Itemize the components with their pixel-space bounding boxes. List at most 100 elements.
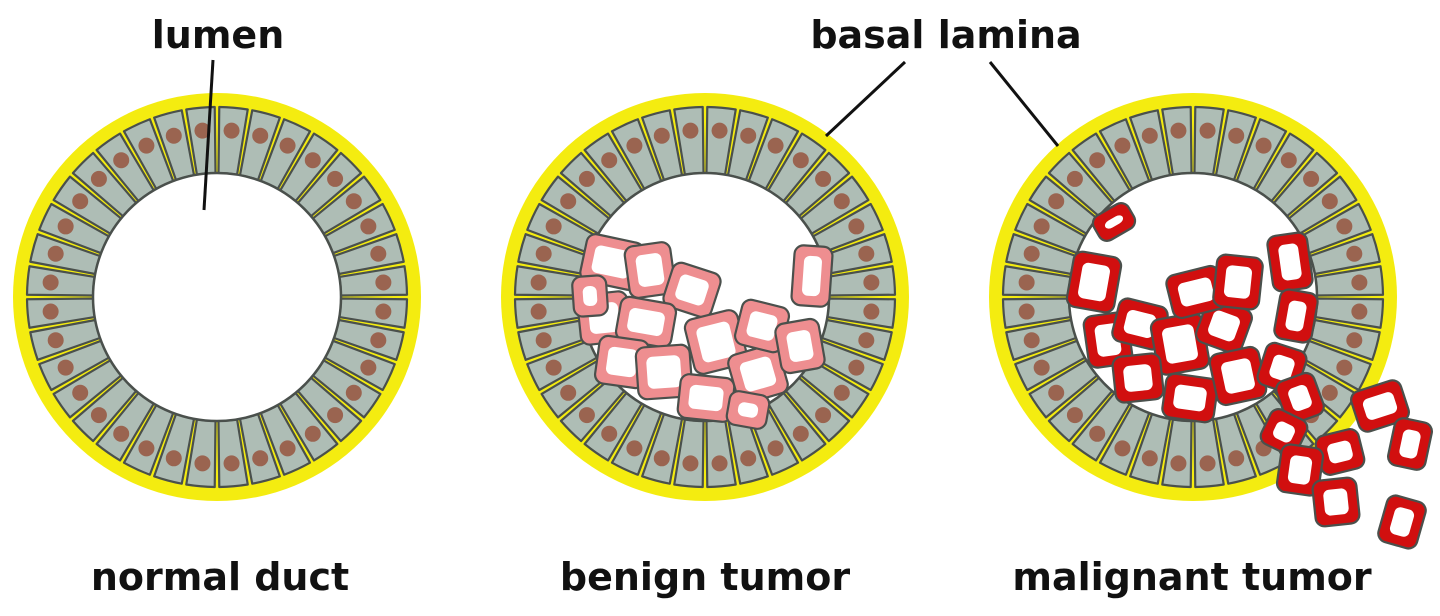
- tumor-cell: [1208, 345, 1268, 407]
- cell-nucleus: [1303, 170, 1320, 187]
- cell-nucleus: [1199, 122, 1216, 139]
- cell-nucleus: [1033, 359, 1050, 376]
- cell-nucleus: [740, 127, 757, 144]
- cell-nucleus: [279, 137, 296, 154]
- tumor-cell: [1275, 371, 1325, 425]
- cell-nucleus: [1228, 127, 1245, 144]
- cell-nucleus: [138, 137, 155, 154]
- cell-nucleus: [1336, 359, 1353, 376]
- cell-nucleus: [375, 274, 392, 291]
- tumor-cell: [1273, 288, 1319, 344]
- cell-nucleus: [767, 440, 784, 457]
- cell-nucleus: [578, 170, 595, 187]
- cell-nucleus: [90, 170, 107, 187]
- benign-tumor-epithelium: [513, 105, 897, 489]
- cell-nucleus: [1170, 122, 1187, 139]
- cell-nucleus: [1089, 152, 1106, 169]
- malignant-tumor-epithelium: [1001, 105, 1385, 489]
- cell-nucleus: [848, 218, 865, 235]
- cell-nucleus: [1089, 425, 1106, 442]
- tumor-cell: [727, 343, 789, 405]
- cell-nucleus: [1346, 245, 1363, 262]
- cell-nucleus: [858, 332, 875, 349]
- cell-nucleus: [370, 332, 387, 349]
- cell-nucleus: [1321, 384, 1338, 401]
- normal-duct-epithelium: [25, 105, 409, 489]
- cell-nucleus: [535, 332, 552, 349]
- cell-nucleus: [370, 245, 387, 262]
- normal-duct-label: normal duct: [91, 555, 349, 599]
- cell-nucleus: [682, 122, 699, 139]
- cell-nucleus: [1066, 170, 1083, 187]
- cell-nucleus: [792, 425, 809, 442]
- tumor-cell: [790, 244, 834, 308]
- cell-nucleus: [1023, 245, 1040, 262]
- tumor-cell: [676, 373, 736, 423]
- cell-nucleus: [1255, 137, 1272, 154]
- malignant-tumor-label: malignant tumor: [1012, 555, 1372, 599]
- cell-nucleus: [42, 303, 59, 320]
- cell-nucleus: [113, 425, 130, 442]
- cell-nucleus: [1066, 407, 1083, 424]
- cell-nucleus: [57, 359, 74, 376]
- tumor-cell: [1386, 417, 1434, 471]
- cell-nucleus: [1018, 303, 1035, 320]
- benign-tumor-cells: [571, 233, 834, 430]
- benign-tumor: [501, 93, 909, 501]
- cell-nucleus: [47, 245, 64, 262]
- cell-nucleus: [863, 303, 880, 320]
- tumor-cell: [1195, 297, 1253, 355]
- cell-nucleus: [1351, 274, 1368, 291]
- cell-nucleus: [194, 122, 211, 139]
- basal-lamina-label: basal lamina: [810, 13, 1081, 57]
- benign-tumor-label: benign tumor: [560, 555, 850, 599]
- cell-nucleus: [740, 450, 757, 467]
- lumen-label: lumen: [152, 13, 285, 57]
- cell-nucleus: [560, 193, 577, 210]
- cell-nucleus: [530, 303, 547, 320]
- cell-nucleus: [1141, 127, 1158, 144]
- cell-nucleus: [863, 274, 880, 291]
- tumor-cell: [1350, 379, 1410, 433]
- lumen-leader-line: [202, 59, 215, 211]
- tumor-cell: [1275, 443, 1325, 497]
- cell-nucleus: [1018, 274, 1035, 291]
- cell-nucleus: [327, 170, 344, 187]
- cell-nucleus: [72, 193, 89, 210]
- cell-nucleus: [1346, 332, 1363, 349]
- tumor-cell: [1091, 202, 1137, 242]
- cell-nucleus: [833, 384, 850, 401]
- cell-nucleus: [1351, 303, 1368, 320]
- cell-nucleus: [601, 152, 618, 169]
- tumor-cell: [683, 309, 749, 375]
- cell-nucleus: [223, 122, 240, 139]
- cell-nucleus: [1048, 384, 1065, 401]
- cell-nucleus: [304, 152, 321, 169]
- cell-nucleus: [1141, 450, 1158, 467]
- cell-nucleus: [767, 137, 784, 154]
- cell-nucleus: [848, 359, 865, 376]
- basal-lamina-leader-line-malignant: [988, 61, 1060, 147]
- tumor-cell: [623, 241, 677, 299]
- tumor-cell: [1212, 253, 1264, 311]
- cell-nucleus: [1023, 332, 1040, 349]
- cell-nucleus: [165, 127, 182, 144]
- malignant-tumor: [989, 93, 1434, 550]
- cell-nucleus: [711, 122, 728, 139]
- cell-nucleus: [1114, 137, 1131, 154]
- malignant-tumor-cells: [1065, 202, 1434, 550]
- normal-duct-lumen: [91, 171, 343, 423]
- cell-nucleus: [1228, 450, 1245, 467]
- cell-nucleus: [545, 359, 562, 376]
- cell-nucleus: [360, 359, 377, 376]
- cell-nucleus: [252, 127, 269, 144]
- basal-lamina-leader-line-benign: [824, 60, 907, 138]
- cell-nucleus: [360, 218, 377, 235]
- normal-duct: [13, 93, 421, 501]
- tumor-cell: [571, 274, 609, 318]
- cell-nucleus: [194, 455, 211, 472]
- cell-nucleus: [252, 450, 269, 467]
- cell-nucleus: [626, 137, 643, 154]
- cell-nucleus: [47, 332, 64, 349]
